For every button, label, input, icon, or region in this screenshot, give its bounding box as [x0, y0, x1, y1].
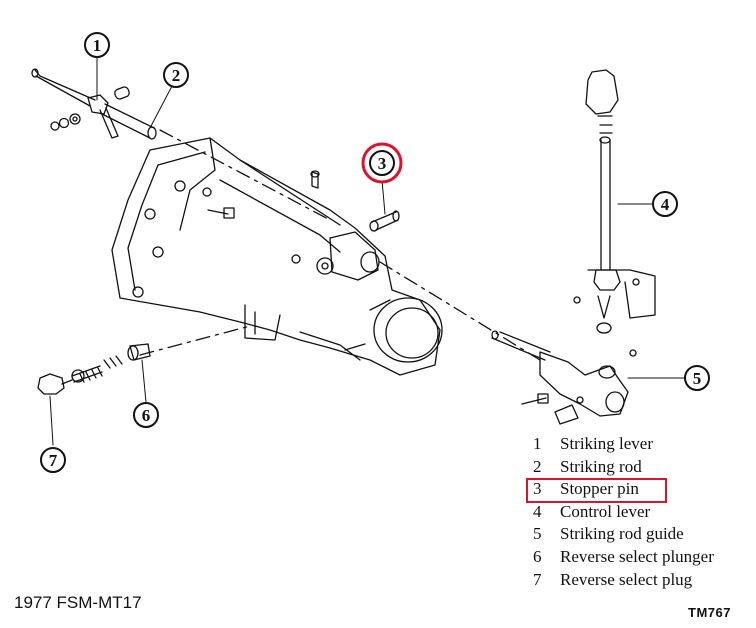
callout-1: 1: [84, 32, 110, 58]
source-label: 1977 FSM-MT17: [14, 593, 142, 612]
svg-text:4: 4: [661, 195, 670, 214]
bolt-part: [207, 170, 320, 219]
svg-text:6: 6: [142, 406, 151, 425]
legend-row-striking-rod: 2 Striking rod: [533, 456, 714, 479]
leader-lines: [49, 57, 687, 446]
legend-number: 2: [533, 456, 542, 476]
legend-row-reverse-select-plug: 7 Reverse select plug: [533, 569, 714, 592]
striking-rod-part: [99, 86, 157, 140]
legend-row-stopper-pin: 3 Stopper pin: [526, 478, 714, 504]
legend-label: Striking rod guide: [560, 524, 684, 544]
legend-label: Reverse select plug: [560, 569, 693, 589]
legend-row-striking-lever: 1 Striking lever: [533, 433, 714, 456]
legend-number: 4: [533, 501, 542, 521]
stopper-pin-part: [369, 210, 400, 232]
legend-number: 5: [533, 524, 542, 544]
reverse-select-parts: [37, 343, 151, 395]
legend-label: Stopper pin: [560, 479, 639, 499]
control-lever-part: [573, 69, 656, 334]
striking-rod-guide-part: [491, 330, 637, 425]
striking-lever-part: [31, 68, 119, 139]
legend-label: Control lever: [560, 501, 651, 521]
figure-code: TM767: [688, 605, 731, 620]
callout-2: 2: [163, 62, 189, 88]
legend-label: Striking rod: [560, 456, 642, 476]
legend-label: Reverse select plunger: [560, 546, 714, 566]
svg-text:3: 3: [378, 154, 387, 173]
legend-row-reverse-select-plunger: 6 Reverse select plunger: [533, 546, 714, 569]
highlight-box: [526, 478, 667, 504]
legend-number: 1: [533, 434, 542, 453]
legend-number: 7: [533, 569, 542, 589]
transmission-case: [111, 137, 443, 376]
parts-legend: 1 Striking lever 2 Striking rod 3 Stopper p…: [526, 433, 714, 592]
callout-5: 5: [684, 365, 710, 391]
legend-number: 6: [533, 546, 542, 566]
callout-4: 4: [652, 191, 678, 217]
svg-text:2: 2: [172, 66, 181, 85]
legend-number: 3: [533, 479, 542, 499]
callout-6: 6: [133, 402, 159, 428]
legend-row-striking-rod-guide: 5 Striking rod guide: [533, 523, 714, 546]
assembly-axis: [139, 129, 541, 361]
callout-7: 7: [40, 447, 66, 473]
svg-text:1: 1: [93, 36, 102, 55]
legend-label: Striking lever: [560, 434, 654, 453]
svg-text:7: 7: [49, 451, 58, 470]
callout-3: 3: [361, 142, 403, 184]
legend-row-control-lever: 4 Control lever: [533, 501, 714, 524]
svg-text:5: 5: [693, 369, 702, 388]
